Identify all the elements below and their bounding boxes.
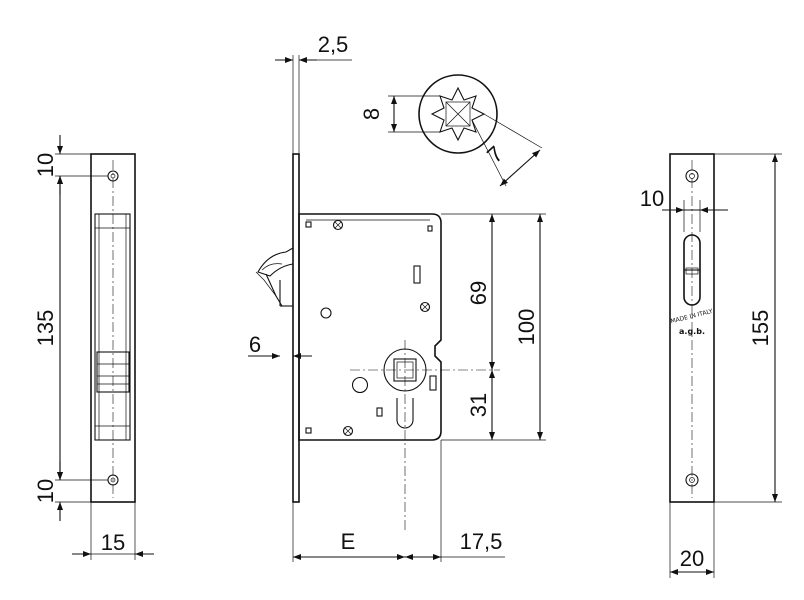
follower-edge [96, 351, 130, 393]
dim-top-margin-right: 10 [640, 186, 664, 211]
dim-faceplate-thickness: 2,5 [318, 32, 349, 57]
side-faceplate [292, 153, 300, 503]
dim-follower-to-cylinder: 31 [466, 393, 491, 417]
dim-bottom-margin-left: 10 [33, 479, 58, 503]
hook-bolt [257, 247, 294, 277]
case-screw-right [419, 301, 431, 313]
dim-faceplate-length: 155 [748, 310, 773, 347]
right-faceplate-outline [669, 153, 715, 503]
case-screw-top [332, 219, 344, 231]
spindle-circle [418, 74, 498, 154]
case-screw-bottom [342, 425, 354, 437]
lock-body-edge [94, 213, 131, 441]
dim-square-diagonal: 7 [482, 141, 508, 168]
dim-square-across-flats: 8 [359, 108, 384, 120]
case-slot [413, 265, 421, 284]
right-faceplate-view [662, 153, 782, 578]
dim-front-to-case-edge: 17,5 [460, 529, 503, 554]
left-faceplate-view [55, 135, 154, 560]
dim-hole-spacing: 135 [33, 310, 58, 347]
dim-top-margin-left: 10 [33, 153, 58, 177]
dim-backset: E [341, 529, 356, 554]
engraving-brand: a.g.b. [679, 327, 705, 336]
dim-hook-offset: 6 [249, 332, 261, 357]
left-faceplate-outline [90, 153, 136, 503]
right-bottom-screw-hole [685, 473, 699, 487]
dim-follower-to-top: 69 [466, 281, 491, 305]
keyhole [396, 398, 414, 429]
dim-case-height: 100 [514, 309, 539, 346]
spindle-star-profile [430, 86, 486, 142]
side-lock-view [248, 55, 546, 562]
dim-faceplate-width-right: 20 [680, 546, 704, 571]
dim-faceplate-width-left: 15 [101, 530, 125, 555]
spindle-detail [388, 74, 543, 187]
right-top-screw-hole [685, 169, 699, 183]
lock-case [298, 213, 442, 441]
